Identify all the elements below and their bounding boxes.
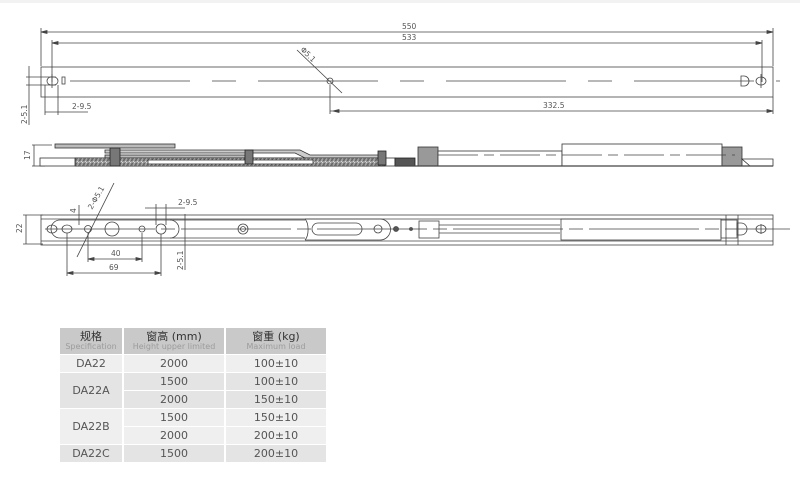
cell-model: DA22C <box>60 445 122 462</box>
side-view: 17 <box>23 143 774 167</box>
header-spec: 规格 Specification <box>60 328 122 354</box>
top-border <box>0 0 800 3</box>
dim-slot-length: 2-9.5 <box>72 102 92 111</box>
cell-load: 100±10 <box>226 373 326 390</box>
cell-model: DA22A <box>60 373 122 408</box>
dim-front-slot-width: 2-5.1 <box>176 250 185 270</box>
dim-40: 40 <box>111 249 121 258</box>
table-row: DA22C 1500 200±10 <box>60 445 326 462</box>
cell-load: 150±10 <box>226 409 326 426</box>
cell-height: 2000 <box>124 355 224 372</box>
cell-height: 2000 <box>124 391 224 408</box>
dim-533: 533 <box>402 33 417 42</box>
table-row: DA22 2000 100±10 <box>60 355 326 372</box>
dim-slot-width: 2-5.1 <box>20 104 29 124</box>
cell-load: 200±10 <box>226 445 326 462</box>
top-view: 550 533 Φ5.1 2-5.1 2-9.5 <box>20 22 780 125</box>
cell-model: DA22B <box>60 409 122 444</box>
table-row: 2000 150±10 <box>60 391 326 408</box>
dim-550: 550 <box>402 22 417 31</box>
technical-drawing: 550 533 Φ5.1 2-5.1 2-9.5 <box>15 22 790 276</box>
front-view: 22 2-Φ5.1 4 2-9.5 2-5.1 40 <box>15 182 790 276</box>
table-row: DA22A 1500 100±10 <box>60 373 326 408</box>
dim-4: 4 <box>69 208 78 213</box>
dim-22: 22 <box>15 223 24 233</box>
cell-height: 1500 <box>124 373 224 390</box>
header-load: 窗重 (kg) Maximum load <box>226 328 326 354</box>
table-row: DA22B 1500 150±10 <box>60 409 326 444</box>
cell-height: 2000 <box>124 427 224 444</box>
cell-load: 100±10 <box>226 355 326 372</box>
dim-holes: 2-Φ5.1 <box>86 184 107 211</box>
cell-model: DA22 <box>60 355 122 372</box>
cell-load: 150±10 <box>226 391 326 408</box>
dim-17: 17 <box>23 150 32 160</box>
cell-height: 1500 <box>124 409 224 426</box>
table-row: 2000 200±10 <box>60 427 326 444</box>
cell-load: 200±10 <box>226 427 326 444</box>
dim-69: 69 <box>109 263 119 272</box>
header-height: 窗高 (mm) Height upper limited <box>124 328 224 354</box>
spec-table: 规格 Specification 窗高 (mm) Height upper li… <box>58 327 328 463</box>
dim-front-slot-length: 2-9.5 <box>178 198 198 207</box>
table-header-row: 规格 Specification 窗高 (mm) Height upper li… <box>60 328 326 354</box>
dim-332-5: 332.5 <box>543 101 565 110</box>
cell-height: 1500 <box>124 445 224 462</box>
